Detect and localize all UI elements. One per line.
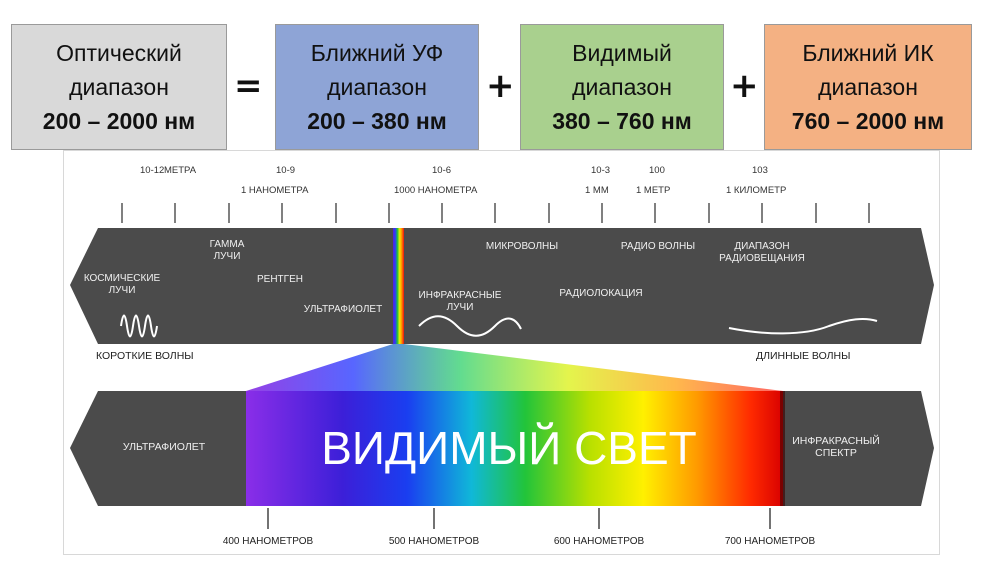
scale-label-1: МЕТРА (164, 165, 197, 176)
scale-exp-1: 10-12 (140, 165, 164, 176)
label-broadcast-2: РАДИОВЕЩАНИЯ (719, 253, 805, 264)
label-short-waves: КОРОТКИЕ ВОЛНЫ (96, 350, 194, 362)
visible-range: 380 – 760 нм (552, 108, 692, 134)
label-cosmic-1: КОСМИЧЕСКИЕ (84, 273, 161, 284)
label-micro: МИКРОВОЛНЫ (486, 241, 558, 252)
ir-edge (780, 391, 785, 506)
label-visible-ir-2: СПЕКТР (815, 447, 857, 459)
near-ir-line2: диапазон (818, 74, 918, 100)
nm-labels: 400 НАНОМЕТРОВ 500 НАНОМЕТРОВ 600 НАНОМЕ… (223, 536, 816, 547)
scale-label-5: 1 МЕТР (636, 185, 670, 196)
near-uv-line1: Ближний УФ (310, 40, 444, 66)
spectrum-svg: 10-12 МЕТРА 10-9 1 НАНОМЕТРА 10-6 1000 Н… (70, 165, 934, 547)
scale-label-3: 1000 НАНОМЕТРА (394, 185, 478, 196)
visible-box: Видимый диапазон 380 – 760 нм (520, 24, 724, 150)
visible-light-title: ВИДИМЫЙ СВЕТ (321, 422, 697, 474)
near-ir-range: 760 – 2000 нм (791, 108, 945, 134)
near-ir-box: Ближний ИК диапазон 760 – 2000 нм (764, 24, 972, 150)
em-spectrum-band (70, 228, 934, 344)
plus-sign-2: + (730, 66, 759, 106)
optical-range: 200 – 2000 нм (42, 108, 196, 134)
label-broadcast-1: ДИАПАЗОН (734, 241, 789, 252)
label-xray: РЕНТГЕН (257, 274, 303, 285)
short-wave-icon (120, 314, 158, 338)
wavelength-scale: 10-12 МЕТРА 10-9 1 НАНОМЕТРА 10-6 1000 Н… (140, 165, 786, 196)
visible-line2: диапазон (572, 74, 672, 100)
label-600nm: 600 НАНОМЕТРОВ (554, 536, 645, 547)
scale-label-6: 1 КИЛОМЕТР (726, 185, 786, 196)
equals-sign: = (234, 66, 263, 106)
scale-exp-5: 100 (649, 165, 665, 176)
plus-sign-1: + (486, 66, 515, 106)
near-ir-line1: Ближний ИК (802, 40, 934, 66)
label-radar: РАДИОЛОКАЦИЯ (559, 288, 642, 299)
long-wave-icon (728, 317, 878, 335)
optical-line1: Оптический (56, 40, 182, 66)
near-uv-line2: диапазон (327, 74, 427, 100)
label-radio: РАДИО ВОЛНЫ (621, 241, 695, 252)
near-uv-box: Ближний УФ диапазон 200 – 380 нм (275, 24, 479, 150)
visible-slice (393, 228, 404, 344)
near-uv-range: 200 – 380 нм (307, 108, 447, 134)
scale-exp-3: 10-6 (432, 165, 451, 176)
medium-wave-icon (418, 315, 522, 337)
label-visible-ir-1: ИНФРАКРАСНЫЙ (792, 434, 880, 447)
scale-label-2: 1 НАНОМЕТРА (241, 185, 309, 196)
visible-line1: Видимый (572, 40, 672, 66)
scale-exp-4: 10-3 (591, 165, 610, 176)
label-uv: УЛЬТРАФИОЛЕТ (304, 304, 382, 315)
spectrum-diagram: 10-12 МЕТРА 10-9 1 НАНОМЕТРА 10-6 1000 Н… (63, 150, 940, 555)
label-ir-2: ЛУЧИ (447, 302, 474, 313)
nm-ticks (267, 508, 771, 529)
visible-light-rainbow (246, 391, 783, 506)
label-long-waves: ДЛИННЫЕ ВОЛНЫ (756, 350, 850, 362)
optical-line2: диапазон (69, 74, 169, 100)
optical-range-box: Оптический диапазон 200 – 2000 нм (11, 24, 227, 150)
label-700nm: 700 НАНОМЕТРОВ (725, 536, 816, 547)
scale-exp-6: 103 (752, 165, 768, 176)
label-ir-1: ИНФРАКРАСНЫЕ (419, 290, 502, 301)
scale-ticks (121, 203, 870, 223)
scale-exp-2: 10-9 (276, 165, 295, 176)
band-labels: КОСМИЧЕСКИЕ ЛУЧИ ГАММА ЛУЧИ РЕНТГЕН УЛЬТ… (84, 239, 805, 315)
label-visible-uv: УЛЬТРАФИОЛЕТ (123, 441, 206, 453)
label-500nm: 500 НАНОМЕТРОВ (389, 536, 480, 547)
label-gamma-2: ЛУЧИ (214, 251, 241, 262)
visible-expansion-fan (246, 344, 783, 391)
label-cosmic-2: ЛУЧИ (109, 285, 136, 296)
label-400nm: 400 НАНОМЕТРОВ (223, 536, 314, 547)
scale-label-4: 1 ММ (585, 185, 609, 196)
label-gamma-1: ГАММА (210, 239, 245, 250)
